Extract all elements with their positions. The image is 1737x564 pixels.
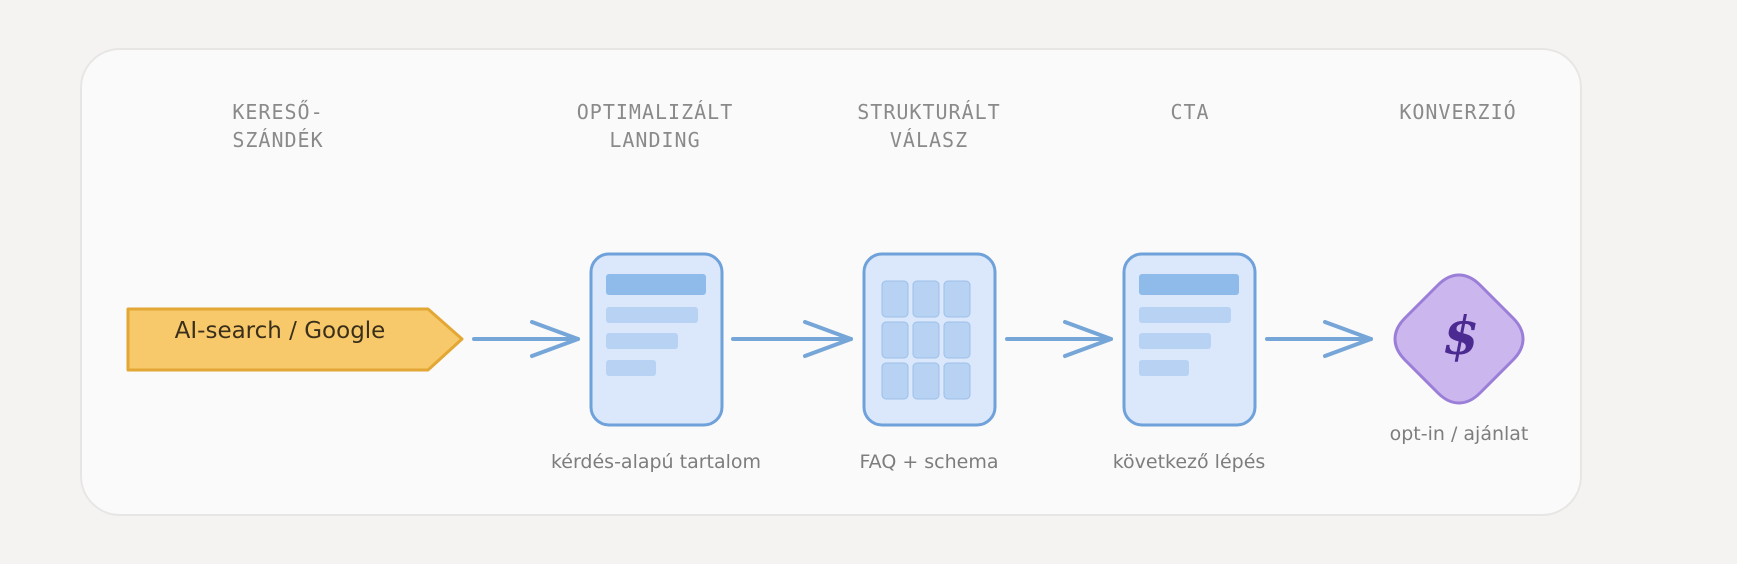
right-arrow-icon — [1265, 320, 1373, 358]
right-arrow-icon — [731, 320, 853, 358]
right-arrow-icon — [472, 320, 580, 358]
conversion-diamond-shape — [1393, 273, 1525, 405]
dollar-icon: $ — [1442, 306, 1480, 367]
caption-structured: FAQ + schema — [859, 451, 999, 473]
caption-cta: következő lépés — [1112, 451, 1266, 473]
document-icon — [1122, 252, 1257, 427]
search-source-shape — [126, 307, 464, 372]
stage-header-cta: CTA — [1170, 100, 1210, 124]
stage-header-conversion: KONVERZIÓ — [1399, 100, 1517, 124]
grid-icon — [862, 252, 997, 427]
document-icon — [589, 252, 724, 427]
stage-header-search-intent: KERESŐ-SZÁNDÉK — [232, 100, 324, 152]
diagram-canvas — [80, 48, 1582, 516]
caption-conversion: opt-in / ajánlat — [1389, 423, 1529, 445]
caption-landing: kérdés-alapú tartalom — [550, 451, 762, 473]
right-arrow-icon — [1005, 320, 1113, 358]
search-source-label: AI-search / Google — [174, 318, 386, 344]
